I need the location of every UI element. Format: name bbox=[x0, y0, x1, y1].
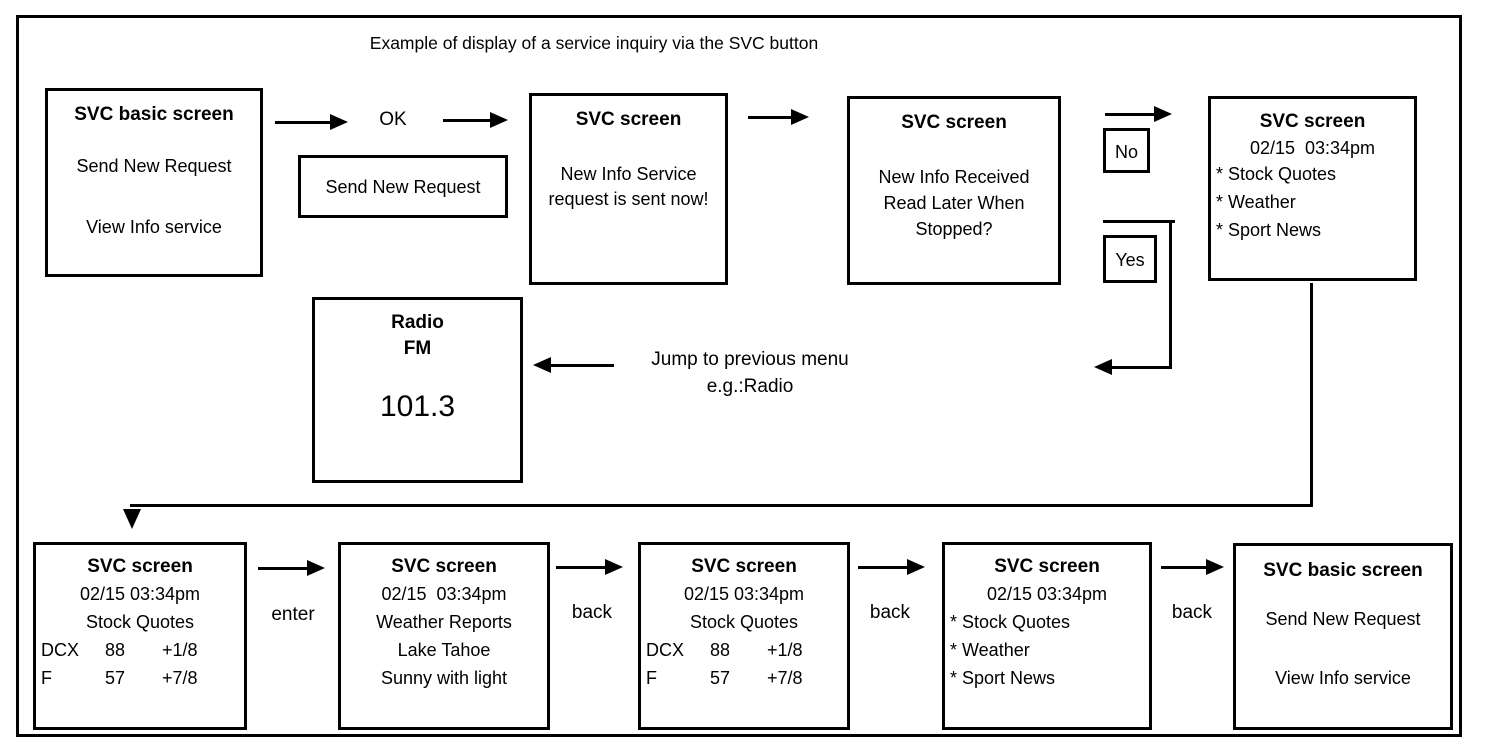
svc-screen-weather-box: SVC screen 02/15 03:34pm Weather Reports… bbox=[338, 542, 550, 730]
menu-item: * Stock Quotes bbox=[950, 612, 1071, 632]
stock-row: F 57 +7/8 bbox=[36, 669, 244, 687]
box-line: Sunny with light bbox=[380, 668, 508, 688]
outer-border bbox=[16, 15, 1462, 737]
diagram-title: Example of display of a service inquiry … bbox=[369, 33, 819, 53]
box-datetime: 02/15 03:34pm bbox=[986, 584, 1108, 604]
stock-change: +7/8 bbox=[162, 668, 198, 688]
box-line: Lake Tahoe bbox=[397, 640, 491, 660]
box-line: Read Later When bbox=[883, 193, 1025, 213]
box-heading: Stock Quotes bbox=[85, 612, 195, 632]
box-title: SVC screen bbox=[994, 556, 1100, 577]
svc-basic-screen-box-top: SVC basic screen Send New Request View I… bbox=[45, 88, 263, 277]
enter-label: enter bbox=[271, 604, 315, 625]
box-line: Weather Reports bbox=[376, 612, 512, 632]
no-label: No bbox=[1114, 142, 1138, 162]
svc-screen-request-sent-box: SVC screen New Info Service request is s… bbox=[529, 93, 728, 285]
yes-label: Yes bbox=[1115, 250, 1145, 270]
box-title: SVC screen bbox=[1259, 111, 1366, 132]
svc-basic-screen-box-bottom: SVC basic screen Send New Request View I… bbox=[1233, 543, 1453, 730]
box-datetime: 02/15 03:34pm bbox=[683, 584, 805, 604]
box-datetime: 02/15 03:34pm bbox=[381, 584, 507, 604]
yes-connector-line bbox=[1103, 220, 1175, 223]
svc-screen-menu-box-top: SVC screen 02/15 03:34pm * Stock Quotes … bbox=[1208, 96, 1417, 281]
box-line: Send New Request bbox=[325, 177, 481, 197]
no-box: No bbox=[1103, 128, 1150, 173]
box-datetime: 02/15 03:34pm bbox=[1249, 138, 1376, 158]
send-new-request-box: Send New Request bbox=[298, 155, 508, 218]
box-title: SVC screen bbox=[87, 556, 193, 577]
jump-note-line2: e.g.:Radio bbox=[706, 376, 794, 397]
stock-price: 88 bbox=[710, 640, 731, 660]
stock-row: DCX 88 +1/8 bbox=[36, 641, 244, 659]
stock-price: 57 bbox=[105, 668, 126, 688]
box-heading: Stock Quotes bbox=[689, 612, 799, 632]
box-line: New Info Received bbox=[878, 167, 1030, 187]
connector-line bbox=[130, 504, 1313, 507]
box-title: SVC basic screen bbox=[1263, 560, 1423, 581]
back-label: back bbox=[1171, 602, 1213, 623]
stock-price: 88 bbox=[105, 640, 126, 660]
box-title: SVC screen bbox=[575, 109, 682, 130]
box-line: View Info service bbox=[86, 217, 222, 237]
box-title: Radio bbox=[391, 312, 444, 333]
box-title: SVC screen bbox=[391, 556, 497, 577]
ok-label: OK bbox=[379, 109, 407, 130]
box-line: Send New Request bbox=[76, 156, 232, 176]
stock-change: +1/8 bbox=[767, 640, 803, 660]
box-title: SVC screen bbox=[901, 112, 1007, 133]
radio-frequency: 101.3 bbox=[379, 390, 456, 423]
stock-row: DCX 88 +1/8 bbox=[641, 641, 847, 659]
svc-screen-stock-quotes-box-2: SVC screen 02/15 03:34pm Stock Quotes DC… bbox=[638, 542, 850, 730]
svc-screen-new-info-received-box: SVC screen New Info Received Read Later … bbox=[847, 96, 1061, 285]
svc-screen-stock-quotes-box-1: SVC screen 02/15 03:34pm Stock Quotes DC… bbox=[33, 542, 247, 730]
stock-symbol: DCX bbox=[41, 640, 80, 660]
radio-fm-box: Radio FM 101.3 bbox=[312, 297, 523, 483]
menu-item: * Sport News bbox=[950, 668, 1056, 688]
stock-change: +1/8 bbox=[162, 640, 198, 660]
stock-row: F 57 +7/8 bbox=[641, 669, 847, 687]
box-datetime: 02/15 03:34pm bbox=[79, 584, 201, 604]
box-title: FM bbox=[403, 338, 432, 359]
stock-symbol: F bbox=[41, 668, 52, 688]
box-line: Stopped? bbox=[915, 219, 993, 239]
stock-price: 57 bbox=[710, 668, 731, 688]
menu-item: * Stock Quotes bbox=[1216, 164, 1337, 184]
box-title: SVC screen bbox=[691, 556, 797, 577]
svc-screen-menu-box-bottom: SVC screen 02/15 03:34pm * Stock Quotes … bbox=[942, 542, 1152, 730]
menu-item: * Weather bbox=[950, 640, 1030, 660]
box-title: SVC basic screen bbox=[74, 104, 234, 125]
box-line: Send New Request bbox=[1265, 609, 1421, 629]
yes-box: Yes bbox=[1103, 235, 1157, 283]
arrow-down-icon bbox=[123, 509, 141, 529]
box-line: New Info Service bbox=[560, 164, 697, 184]
menu-item: * Sport News bbox=[1216, 220, 1322, 240]
yes-connector-line bbox=[1169, 220, 1172, 368]
box-line: View Info service bbox=[1275, 668, 1411, 688]
box-line: request is sent now! bbox=[548, 189, 709, 209]
stock-symbol: DCX bbox=[646, 640, 685, 660]
menu-item: * Weather bbox=[1216, 192, 1296, 212]
back-label: back bbox=[571, 602, 613, 623]
connector-line bbox=[1310, 283, 1313, 506]
stock-change: +7/8 bbox=[767, 668, 803, 688]
stock-symbol: F bbox=[646, 668, 657, 688]
jump-note-line1: Jump to previous menu bbox=[651, 349, 849, 370]
back-label: back bbox=[869, 602, 911, 623]
